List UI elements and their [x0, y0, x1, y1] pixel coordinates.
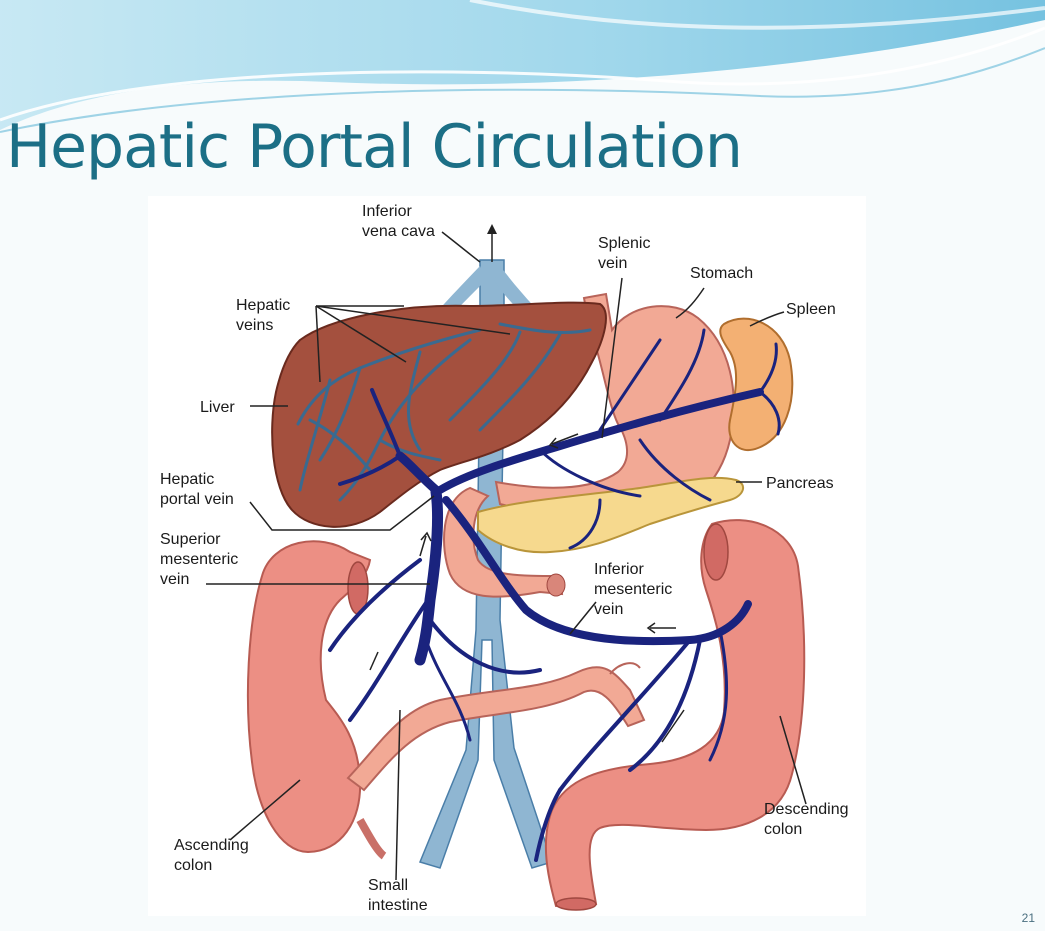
label-ascending-colon: Ascending colon — [174, 836, 249, 876]
label-inferior-vena-cava: Inferior vena cava — [362, 202, 435, 242]
label-liver: Liver — [200, 398, 235, 418]
label-small-intestine: Small intestine — [368, 876, 428, 916]
label-stomach: Stomach — [690, 264, 753, 284]
label-spleen: Spleen — [786, 300, 836, 320]
slide-number: 21 — [1022, 911, 1035, 925]
label-descending-colon: Descending colon — [764, 800, 849, 840]
label-inferior-mesenteric-vein: Inferior mesenteric vein — [594, 560, 672, 620]
label-hepatic-veins: Hepatic veins — [236, 296, 290, 336]
label-pancreas: Pancreas — [766, 474, 834, 494]
label-superior-mesenteric-vein: Superior mesenteric vein — [160, 530, 238, 590]
label-hepatic-portal-vein: Hepatic portal vein — [160, 470, 234, 510]
label-splenic-vein: Splenic vein — [598, 234, 650, 274]
